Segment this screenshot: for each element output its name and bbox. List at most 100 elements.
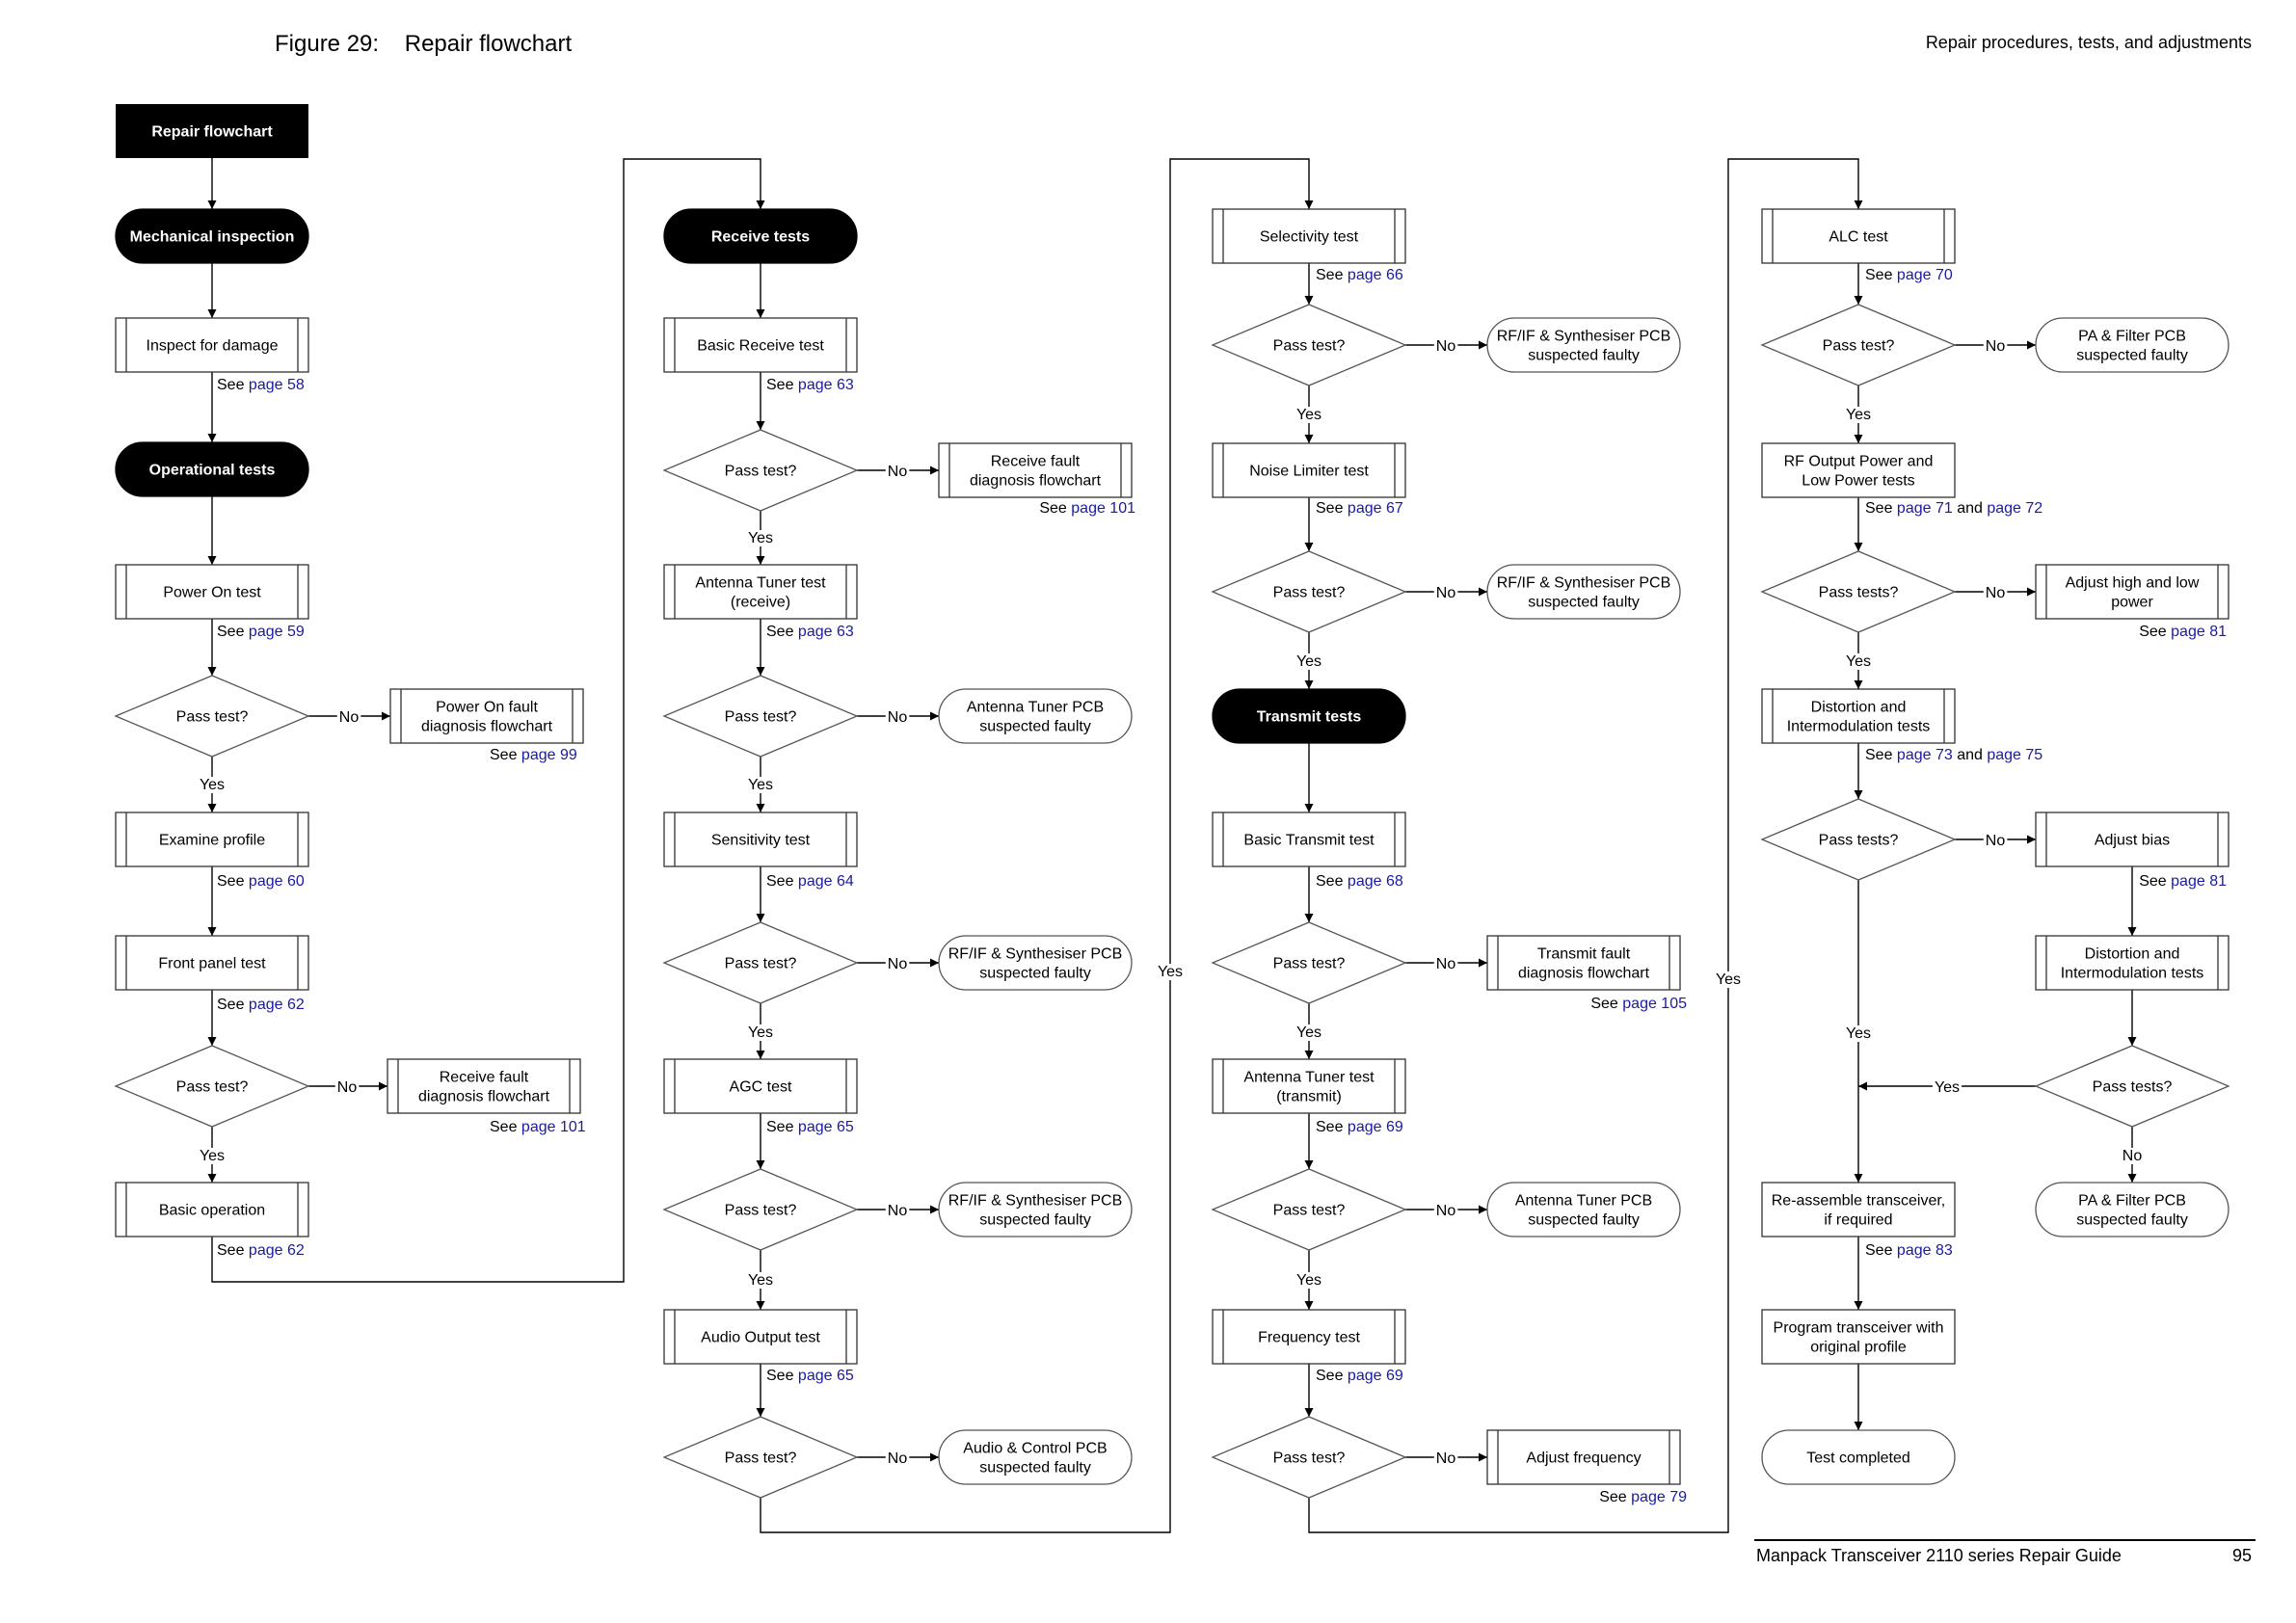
page-ref-basictx: See page 68 bbox=[1316, 873, 1403, 890]
node-text: AGC test bbox=[730, 1079, 792, 1096]
process-box-anttunrx: Antenna Tuner test(receive) bbox=[663, 564, 858, 620]
branch-label: No bbox=[339, 709, 360, 726]
page-link[interactable]: page 75 bbox=[1987, 747, 2042, 763]
page-link[interactable]: page 69 bbox=[1348, 1119, 1403, 1135]
footer-page-number: 95 bbox=[2231, 1546, 2252, 1565]
branch-label: Yes bbox=[1846, 1025, 1871, 1042]
page-link[interactable]: page 60 bbox=[249, 873, 305, 890]
node-text: suspected faulty bbox=[979, 1460, 1091, 1477]
node-text: Noise Limiter test bbox=[1249, 464, 1369, 480]
page-link[interactable]: page 72 bbox=[1987, 500, 2042, 517]
node-text: ALC test bbox=[1829, 229, 1888, 246]
page-ref-txfault: See page 105 bbox=[1590, 996, 1687, 1012]
page-ref-anttunrx: See page 63 bbox=[766, 624, 854, 640]
process-box-audio: Audio Output test bbox=[663, 1309, 858, 1365]
branch-label: No bbox=[888, 1203, 908, 1219]
page-link[interactable]: page 68 bbox=[1348, 873, 1403, 890]
node-text: Antenna Tuner PCB bbox=[967, 700, 1104, 716]
page-ref-pofault: See page 99 bbox=[490, 747, 577, 763]
page-link[interactable]: page 81 bbox=[2171, 624, 2227, 640]
page-link[interactable]: page 58 bbox=[249, 377, 305, 393]
page-link[interactable]: page 105 bbox=[1622, 996, 1687, 1012]
connector bbox=[760, 158, 1314, 1533]
node-text: Receive fault bbox=[440, 1070, 529, 1086]
page-ref-basicrx: See page 63 bbox=[766, 377, 854, 393]
page-link[interactable]: page 62 bbox=[249, 997, 305, 1013]
process-box-agc: AGC test bbox=[663, 1058, 858, 1114]
page-ref-adjfreq: See page 79 bbox=[1599, 1489, 1687, 1505]
page-link[interactable]: page 67 bbox=[1348, 500, 1403, 517]
page-link[interactable]: page 69 bbox=[1348, 1368, 1403, 1384]
process-box-sens: Sensitivity test bbox=[663, 812, 858, 867]
process-box-poweron: Power On test bbox=[115, 564, 309, 620]
page-link[interactable]: page 71 bbox=[1897, 500, 1953, 517]
node-text: Adjust bias bbox=[2095, 833, 2170, 849]
node-text: Frequency test bbox=[1258, 1330, 1360, 1346]
node-text: Re-assemble transceiver, bbox=[1772, 1193, 1946, 1210]
terminal-rxtests: Receive tests bbox=[663, 208, 858, 264]
branch-label: Yes bbox=[748, 530, 773, 546]
branch-label: No bbox=[888, 1450, 908, 1467]
terminal-done: Test completed bbox=[1761, 1429, 1956, 1485]
section-heading: Repair procedures, tests, and adjustment… bbox=[1925, 33, 2252, 52]
page-link[interactable]: page 101 bbox=[1071, 500, 1135, 517]
node-text: Basic Receive test bbox=[697, 338, 824, 355]
page-link[interactable]: page 59 bbox=[249, 624, 305, 640]
node-text: power bbox=[2111, 595, 2153, 611]
node-text: suspected faulty bbox=[2076, 348, 2188, 364]
decision-d_pass2: Pass test? bbox=[114, 1045, 310, 1128]
node-text: Mechanical inspection bbox=[130, 229, 295, 246]
page-link[interactable]: page 65 bbox=[798, 1368, 854, 1384]
process-box-noise: Noise Limiter test bbox=[1212, 442, 1406, 498]
page-link[interactable]: page 79 bbox=[1631, 1489, 1687, 1505]
node-text: suspected faulty bbox=[2076, 1212, 2188, 1229]
branch-label: Yes bbox=[1846, 653, 1871, 670]
page-link[interactable]: page 101 bbox=[521, 1119, 586, 1135]
page-link[interactable]: page 66 bbox=[1348, 267, 1403, 283]
node-text: Pass test? bbox=[725, 1203, 797, 1219]
node-text: Pass test? bbox=[1273, 585, 1346, 601]
node-text: Pass tests? bbox=[2093, 1079, 2173, 1096]
page-link[interactable]: page 73 bbox=[1897, 747, 1953, 763]
node-text: Pass test? bbox=[725, 1450, 797, 1467]
page-ref-noise: See page 67 bbox=[1316, 500, 1403, 517]
branch-label: No bbox=[1436, 1450, 1456, 1467]
node-text: diagnosis flowchart bbox=[421, 719, 553, 735]
page-ref-examine: See page 60 bbox=[217, 873, 305, 890]
page-link[interactable]: page 65 bbox=[798, 1119, 854, 1135]
page-ref-rxfault2: See page 101 bbox=[1039, 500, 1135, 517]
page-ref-selec: See page 66 bbox=[1316, 267, 1403, 283]
page-ref-audio: See page 65 bbox=[766, 1368, 854, 1384]
page-link[interactable]: page 70 bbox=[1897, 267, 1953, 283]
branch-label: No bbox=[2122, 1148, 2143, 1164]
branch-label: Yes bbox=[1296, 1272, 1322, 1289]
decision-d_pass9: Pass test? bbox=[1211, 550, 1407, 633]
node-text: Examine profile bbox=[159, 833, 265, 849]
node-text: Adjust high and low bbox=[2066, 575, 2200, 592]
node-text: diagnosis flowchart bbox=[1518, 966, 1650, 982]
page-link[interactable]: page 81 bbox=[2171, 873, 2227, 890]
page-link[interactable]: page 63 bbox=[798, 377, 854, 393]
page-link[interactable]: page 64 bbox=[798, 873, 854, 890]
page-link[interactable]: page 83 bbox=[1897, 1242, 1953, 1259]
process-box-adjfreq: Adjust frequency bbox=[1486, 1429, 1681, 1485]
page-link[interactable]: page 99 bbox=[521, 747, 577, 763]
figure-title: Figure 29: Repair flowchart bbox=[275, 31, 572, 58]
branch-label: Yes bbox=[1158, 964, 1183, 980]
node-text: Basic operation bbox=[159, 1203, 265, 1219]
node-text: RF Output Power and bbox=[1784, 454, 1934, 470]
page-link[interactable]: page 62 bbox=[249, 1242, 305, 1259]
node-text: Audio Output test bbox=[701, 1330, 820, 1346]
page-ref-anttuntx: See page 69 bbox=[1316, 1119, 1403, 1135]
page-link[interactable]: page 63 bbox=[798, 624, 854, 640]
node-text: RF/IF & Synthesiser PCB bbox=[1497, 329, 1671, 345]
connector bbox=[1308, 158, 1863, 1533]
process-box-basicop: Basic operation bbox=[115, 1182, 309, 1237]
decision-d_pass8: Pass test? bbox=[1211, 304, 1407, 386]
